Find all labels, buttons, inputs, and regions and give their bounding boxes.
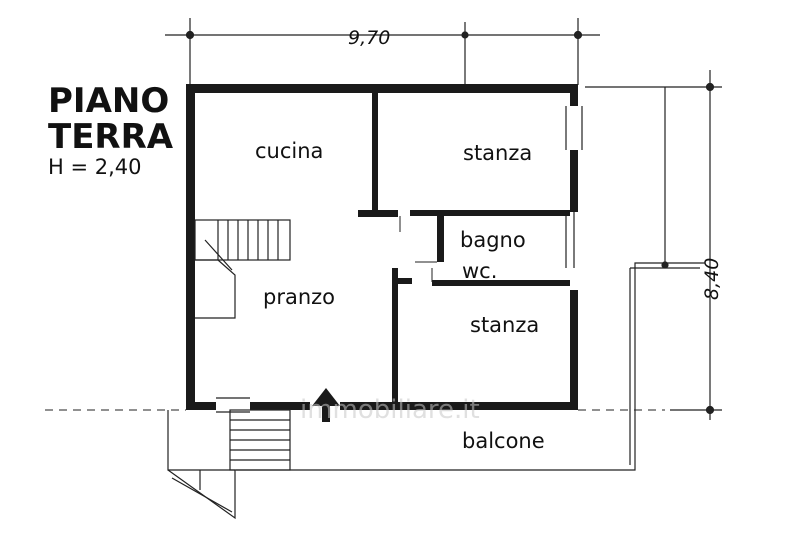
windows	[216, 106, 583, 413]
floor-height: H = 2,40	[48, 155, 142, 179]
room-label-balcone: balcone	[462, 429, 545, 453]
room-label-stanza-top: stanza	[463, 141, 532, 165]
door-swings	[399, 216, 437, 282]
dimension-depth-label: 8,40	[701, 258, 723, 300]
room-label-pranzo: pranzo	[263, 285, 335, 309]
exterior-stair	[167, 409, 291, 520]
watermark: immobiliare.it	[300, 395, 480, 425]
balcony-outline	[236, 262, 705, 471]
dimension-width	[165, 18, 600, 85]
interior-walls	[358, 93, 570, 410]
dimension-width-label: 9,70	[348, 27, 390, 49]
room-label-cucina: cucina	[255, 139, 323, 163]
room-label-bagno: bagno	[460, 228, 526, 252]
room-label-wc: wc.	[462, 259, 497, 283]
interior-stair	[194, 219, 291, 319]
room-label-stanza-bottom: stanza	[470, 313, 539, 337]
title-line1: PIANO	[48, 81, 169, 121]
outer-walls	[186, 84, 578, 410]
title-line2: TERRA	[48, 117, 174, 157]
dimension-depth	[585, 70, 722, 420]
entrance-arrow-icon	[312, 388, 340, 422]
